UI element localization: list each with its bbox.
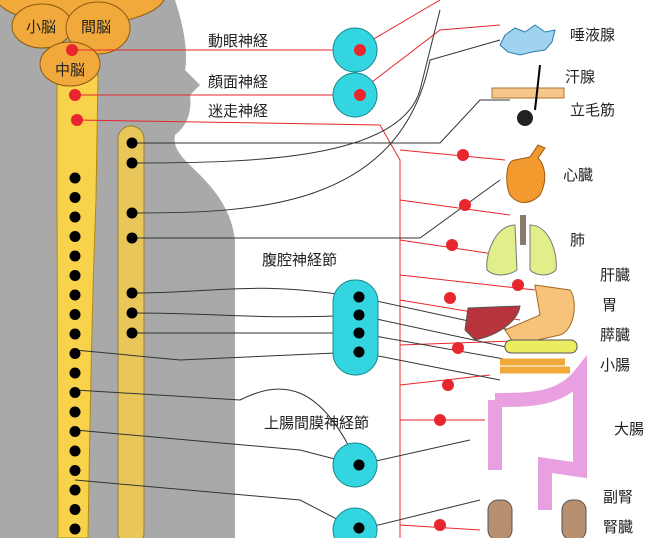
parasympathetic-neuron-dot <box>434 519 446 531</box>
parasympathetic-neuron-dot <box>354 44 366 56</box>
label-celiac-ganglion: 腹腔神経節 <box>262 251 337 269</box>
spinal-neuron-dot <box>69 231 81 242</box>
large-intestine-shape <box>488 355 587 510</box>
parasympathetic-neuron-dot <box>512 279 524 291</box>
parasympathetic-neuron-dot <box>446 239 458 251</box>
hair-follicle <box>517 110 533 126</box>
parasympathetic-fiber <box>399 149 506 161</box>
small-intestine-shape <box>500 358 570 374</box>
spinal-neuron-dot <box>69 445 81 457</box>
salivary-gland-shape <box>499 24 556 56</box>
label-diencephalon: 間脳 <box>81 18 111 36</box>
liver-shape <box>464 305 521 341</box>
label-vagus-nerve: 迷走神経 <box>208 102 268 120</box>
heart-shape <box>506 144 546 203</box>
label-liver: 肝臓 <box>600 266 630 284</box>
ganglion-neuron-dot <box>353 309 365 321</box>
spinal-neuron-dot <box>69 465 81 476</box>
parasympathetic-fiber <box>399 274 536 291</box>
spinal-neuron-dot <box>69 270 81 281</box>
midbrain <box>39 41 101 87</box>
sympathetic-fiber <box>74 349 501 381</box>
trachea <box>520 215 526 245</box>
lung-right <box>529 224 557 276</box>
sweat-gland-duct <box>534 64 541 111</box>
sympathetic-fiber <box>132 99 510 144</box>
parasympathetic-neuron-dot <box>452 342 464 354</box>
ganglion-neuron-dot <box>353 327 365 339</box>
chain-ganglion-dot <box>126 287 138 299</box>
spinal-neuron-dot <box>69 348 81 359</box>
chain-ganglion-dot <box>126 207 138 219</box>
sympathetic-fiber <box>131 39 501 214</box>
label-lung: 肺 <box>570 231 585 249</box>
lung-left <box>486 224 518 276</box>
spinal-neuron-dot <box>69 406 81 418</box>
spinal-neuron-dot <box>69 367 81 379</box>
label-heart: 心臓 <box>563 166 593 184</box>
adrenal-left <box>487 499 513 538</box>
spinal-cord <box>56 74 99 538</box>
parasympathetic-neuron-dot <box>434 414 446 426</box>
label-cerebellum: 小脳 <box>26 18 56 36</box>
label-arrector-pili: 立毛筋 <box>570 101 615 119</box>
ganglion-neuron-dot <box>353 522 365 534</box>
spinal-neuron-dot <box>69 172 81 184</box>
spinal-neuron-dot <box>69 250 81 262</box>
celiac-ganglion <box>332 279 379 376</box>
pancreas-shape <box>504 339 578 354</box>
parasympathetic-fiber <box>75 24 501 96</box>
spinal-neuron-dot <box>69 309 81 320</box>
parasympathetic-neuron-dot <box>66 44 78 56</box>
sympathetic-fiber <box>132 179 501 239</box>
spinal-neuron-dot <box>69 289 81 301</box>
parasympathetic-neuron-dot <box>354 89 366 101</box>
stomach-shape <box>504 284 575 346</box>
skin-layer <box>491 87 565 99</box>
label-sweat-gland: 汗腺 <box>565 68 595 86</box>
label-adrenal: 副腎 <box>603 488 633 506</box>
ganglion-neuron-dot <box>353 291 365 303</box>
label-facial-nerve: 顔面神経 <box>208 73 268 91</box>
label-kidney: 腎臓 <box>603 518 633 536</box>
spinal-neuron-dot <box>69 426 81 437</box>
parasympathetic-neuron-dot <box>69 89 81 101</box>
diencephalon <box>65 1 131 55</box>
label-midbrain: 中脳 <box>55 61 85 79</box>
label-pancreas: 膵臓 <box>600 326 630 344</box>
adrenal-right <box>561 499 587 538</box>
chain-ganglion-dot <box>126 232 138 244</box>
chain-ganglion-dot <box>126 307 138 319</box>
spinal-neuron-dot <box>69 504 81 515</box>
spinal-neuron-dot <box>69 387 81 398</box>
parasympathetic-neuron-dot <box>71 114 83 126</box>
inferior-ganglion <box>332 507 378 538</box>
ganglion-neuron-dot <box>353 459 365 471</box>
label-superior-mesenteric-ganglion: 上腸間膜神経節 <box>264 414 369 432</box>
spinal-neuron-dot <box>69 484 81 496</box>
sympathetic-fiber <box>74 479 481 531</box>
parasympathetic-neuron-dot <box>457 149 469 161</box>
label-salivary-gland: 唾液腺 <box>570 26 615 44</box>
label-small-intestine: 小腸 <box>600 356 630 374</box>
label-oculomotor-nerve: 動眼神経 <box>208 32 268 50</box>
chain-ganglion-dot <box>126 327 138 339</box>
ganglion-neuron-dot <box>353 346 365 358</box>
chain-ganglion-dot <box>126 137 138 149</box>
parasympathetic-neuron-dot <box>459 199 471 211</box>
label-large-intestine: 大腸 <box>614 420 644 438</box>
parasympathetic-neuron-dot <box>444 292 456 304</box>
chain-ganglion-dot <box>126 157 138 169</box>
spinal-neuron-dot <box>69 211 81 223</box>
sympathetic-fiber <box>131 9 441 164</box>
spinal-neuron-dot <box>69 523 81 535</box>
spinal-neuron-dot <box>69 328 81 340</box>
parasympathetic-neuron-dot <box>442 379 454 391</box>
label-stomach: 胃 <box>602 296 617 314</box>
spinal-neuron-dot <box>69 192 81 203</box>
parasympathetic-fiber <box>399 199 511 216</box>
